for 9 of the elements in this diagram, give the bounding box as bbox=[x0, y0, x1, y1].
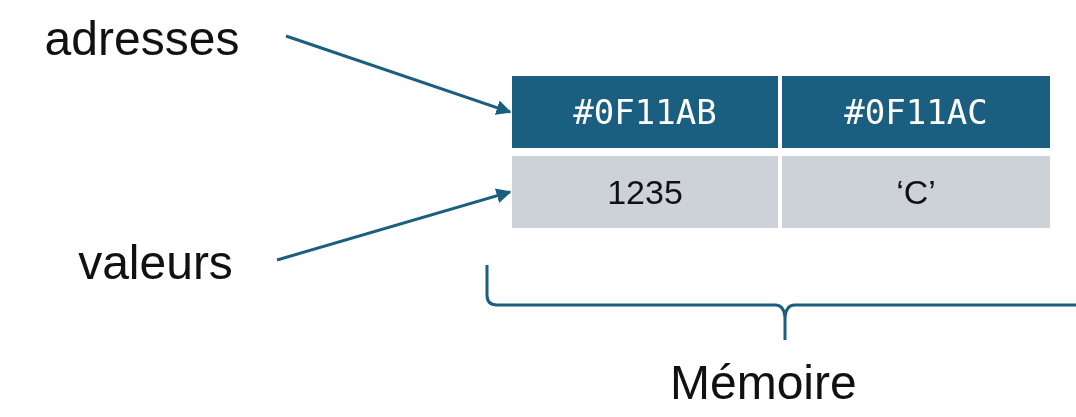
leader-arrow bbox=[285, 34, 512, 115]
bracket-caption: Mémoire bbox=[670, 355, 857, 410]
address-cell: #0F11AB bbox=[512, 76, 778, 148]
label-text: valeurs bbox=[48, 232, 263, 292]
address-cell: #0F11AC bbox=[782, 76, 1050, 148]
leader-arrow bbox=[276, 188, 512, 262]
value-cell: ‘C’ bbox=[782, 156, 1050, 228]
value-cell: 1235 bbox=[512, 156, 778, 228]
label-text: adresses bbox=[12, 8, 272, 68]
